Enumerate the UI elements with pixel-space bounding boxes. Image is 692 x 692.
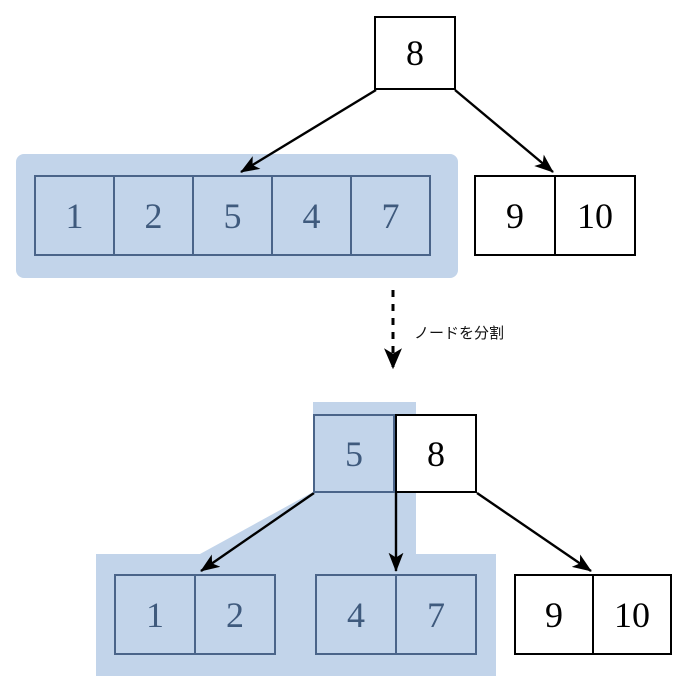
before-left-key-4: 7 [350, 175, 431, 256]
after-child-node-3: 9 10 [514, 574, 672, 655]
after-root-key-0: 5 [313, 414, 395, 493]
after-child3-key-1: 10 [592, 574, 672, 655]
highlight-band-top [16, 154, 458, 278]
after-root-node: 5 8 [313, 414, 477, 493]
before-child-node-left: 1 2 5 4 7 [34, 175, 431, 256]
before-root-node: 8 [374, 16, 456, 90]
after-child1-key-1: 2 [194, 574, 276, 655]
before-left-key-2: 5 [192, 175, 273, 256]
before-right-key-0: 9 [474, 175, 556, 256]
after-child1-key-0: 1 [114, 574, 196, 655]
before-root-key-0: 8 [374, 16, 456, 90]
before-child-node-right: 9 10 [474, 175, 636, 256]
before-left-key-1: 2 [113, 175, 194, 256]
edge-after-root-to-child-3 [476, 492, 592, 572]
after-child2-key-1: 7 [395, 574, 477, 655]
edge-root-to-left-child [240, 88, 377, 174]
after-root-key-1: 8 [395, 414, 477, 493]
transition-label: ノードを分割 [414, 324, 505, 342]
after-child3-key-0: 9 [514, 574, 594, 655]
edge-after-root-to-child-1 [200, 492, 315, 572]
edge-root-to-right-child [454, 89, 554, 173]
after-child2-key-0: 4 [315, 574, 397, 655]
before-left-key-3: 4 [271, 175, 352, 256]
after-child-node-2: 4 7 [315, 574, 477, 655]
before-right-key-1: 10 [554, 175, 636, 256]
after-child-node-1: 1 2 [114, 574, 276, 655]
before-left-key-0: 1 [34, 175, 115, 256]
